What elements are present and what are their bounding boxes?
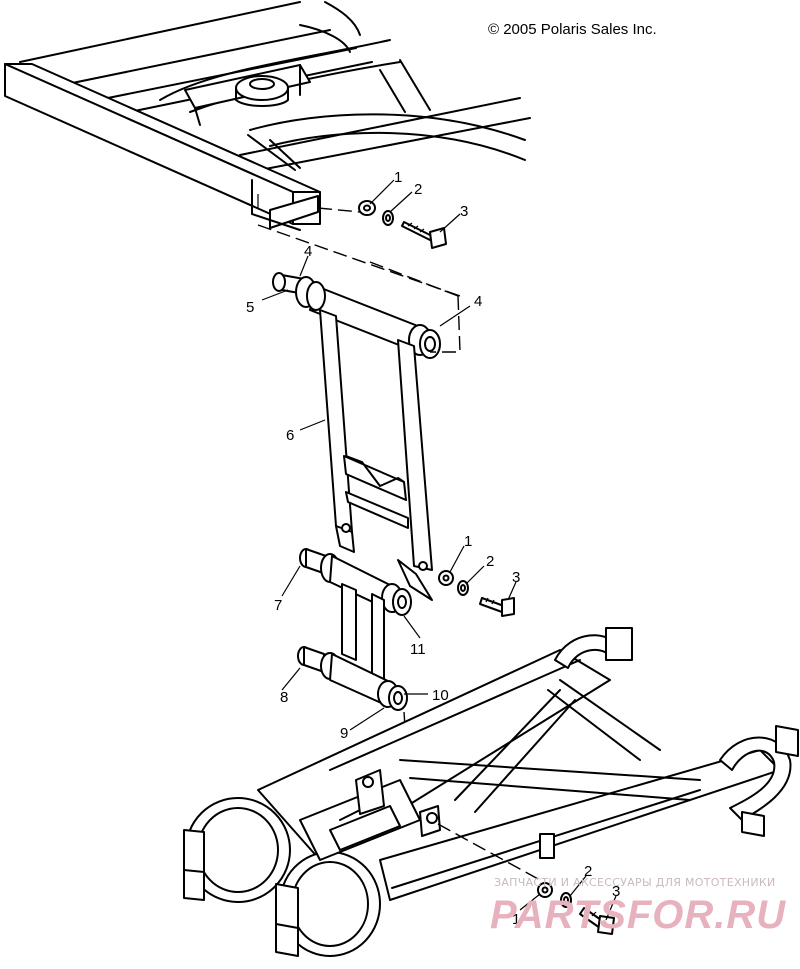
callout-8: 8 xyxy=(280,689,288,706)
callout-7: 7 xyxy=(274,597,282,614)
callout-1-top: 1 xyxy=(394,169,402,186)
leader-lines xyxy=(261,179,617,921)
callout-3-top: 3 xyxy=(460,203,468,220)
copyright-text: © 2005 Polaris Sales Inc. xyxy=(488,21,657,38)
callout-2-bot: 2 xyxy=(584,863,592,880)
callout-5: 5 xyxy=(246,299,254,316)
watermark-brand: PARTSFOR.RU xyxy=(490,893,786,937)
callout-11: 11 xyxy=(410,641,426,658)
chassis-frame xyxy=(4,1,531,297)
hardware-bottom xyxy=(537,882,615,935)
hardware-top xyxy=(358,200,447,249)
watermark: ЗАПЧАСТИ И АКСЕССУАРЫ ДЛЯ МОТОТЕХНИКИ PA… xyxy=(490,876,786,937)
callout-1-mid: 1 xyxy=(464,533,472,550)
callout-4-left: 4 xyxy=(304,243,312,260)
watermark-tagline: ЗАПЧАСТИ И АКСЕССУАРЫ ДЛЯ МОТОТЕХНИКИ xyxy=(494,876,776,889)
callout-1-bot: 1 xyxy=(512,911,520,928)
callout-2-top: 2 xyxy=(414,181,422,198)
callout-numbers: 1 2 3 4 5 4 6 1 2 3 7 11 8 10 9 1 2 3 xyxy=(246,169,620,928)
callout-9: 9 xyxy=(340,725,348,742)
callout-6: 6 xyxy=(286,427,294,444)
callout-3-mid: 3 xyxy=(512,569,520,586)
callout-3-bot: 3 xyxy=(612,883,620,900)
rear-suspension-frame xyxy=(183,627,799,957)
callout-4-right: 4 xyxy=(474,293,482,310)
callout-2-mid: 2 xyxy=(486,553,494,570)
upper-arm-assembly xyxy=(272,261,461,601)
callout-10: 10 xyxy=(432,687,449,704)
lower-links xyxy=(297,548,412,801)
hardware-mid xyxy=(438,570,515,617)
